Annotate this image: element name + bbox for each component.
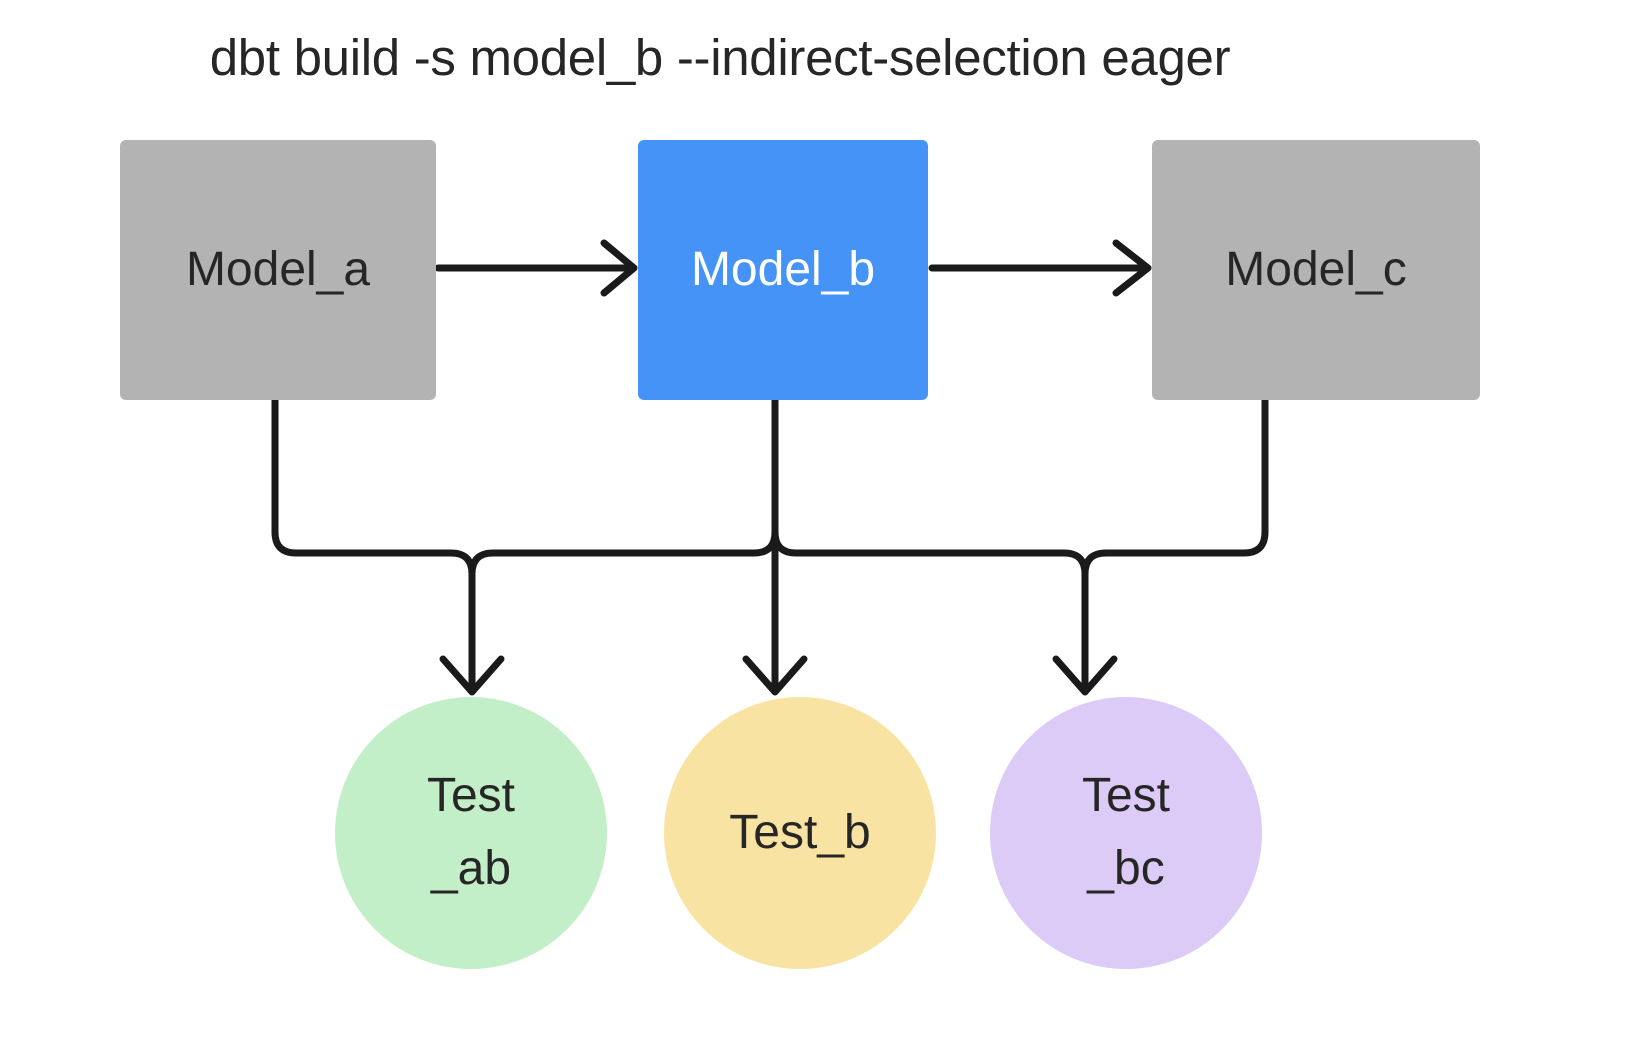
node-model-b[interactable]: Model_b: [638, 140, 928, 400]
node-model-a[interactable]: Model_a: [120, 140, 436, 400]
node-test-b-label: Test_b: [729, 805, 871, 859]
arrowhead-model-b-to-test-b: [742, 655, 808, 696]
arrowhead-model-b-to-model-c: [1112, 239, 1152, 297]
edge-model-a-to-test-ab: [271, 396, 476, 692]
diagram-title: dbt build -s model_b --indirect-selectio…: [209, 29, 1231, 86]
node-test-bc[interactable]: Test _bc: [990, 697, 1262, 969]
node-test-bc-label: Test _bc: [1081, 769, 1171, 895]
arrowhead-model-a-to-test-ab: [439, 655, 505, 696]
node-model-c-label: Model_c: [1225, 242, 1407, 296]
node-model-a-label: Model_a: [185, 242, 371, 296]
node-model-c[interactable]: Model_c: [1152, 140, 1480, 400]
node-test-ab[interactable]: Test _ab: [335, 697, 607, 969]
arrowhead-model-a-to-model-b: [600, 239, 638, 297]
arrowhead-model-b-to-test-bc: [1052, 655, 1118, 696]
edge-model-c-to-test-bc: [1081, 396, 1269, 578]
node-test-ab-label: Test _ab: [426, 769, 516, 895]
edge-model-b-to-test-bc: [771, 528, 1089, 692]
node-test-b[interactable]: Test_b: [664, 697, 936, 969]
node-model-b-label: Model_b: [690, 242, 876, 296]
edge-model-b-to-test-ab: [468, 528, 779, 578]
